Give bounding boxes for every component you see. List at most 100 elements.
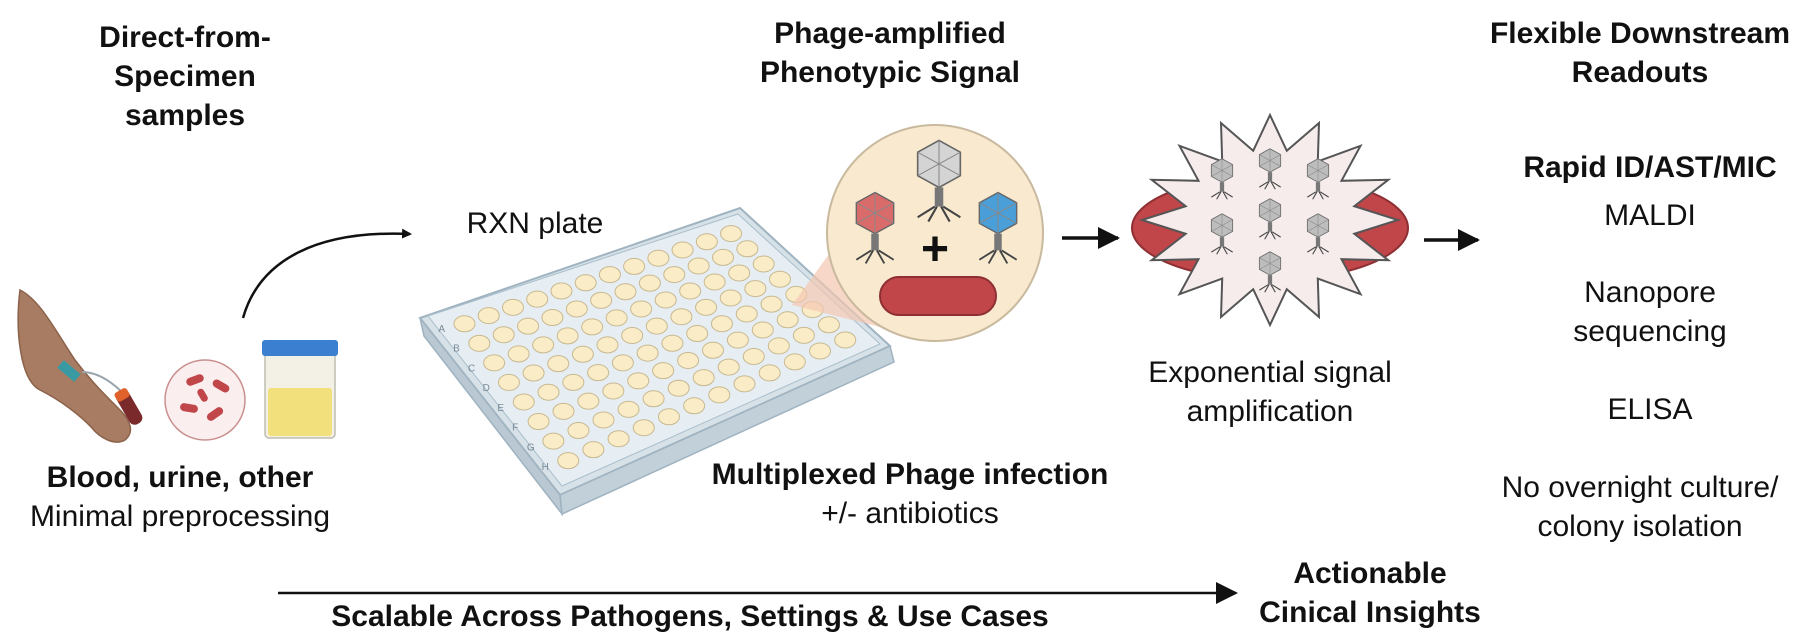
readout-elisa: ELISA bbox=[1607, 393, 1693, 426]
plate-well bbox=[590, 291, 613, 309]
plate-well bbox=[453, 315, 476, 333]
plate-row-letter: H bbox=[542, 462, 549, 473]
plate-well bbox=[695, 298, 718, 316]
plate-well bbox=[596, 336, 619, 354]
plate-wells bbox=[453, 225, 857, 470]
plate-well bbox=[642, 390, 665, 408]
plate-well bbox=[527, 413, 550, 431]
readout-no-overnight: No overnight culture/ colony isolation bbox=[1501, 471, 1779, 543]
readouts-title: Flexible Downstream Readouts bbox=[1489, 17, 1791, 89]
bacteria-magnifier bbox=[164, 359, 246, 441]
plus-sign: + bbox=[921, 223, 949, 276]
plate-well bbox=[783, 353, 806, 371]
plate-well bbox=[512, 393, 535, 411]
plate-row-letter: D bbox=[483, 383, 490, 394]
plate-well bbox=[577, 392, 600, 410]
amplification-label: Exponential signal amplification bbox=[1148, 356, 1392, 428]
plate-well bbox=[492, 326, 515, 344]
plate-well bbox=[708, 386, 731, 404]
plate-well bbox=[621, 327, 644, 345]
multiplexed-infection-label: Multiplexed Phage infection +/- antibiot… bbox=[711, 458, 1109, 530]
urine-cup bbox=[262, 340, 338, 439]
plate-well bbox=[717, 358, 740, 376]
plate-row-letter: E bbox=[497, 403, 504, 414]
plate-well bbox=[767, 337, 790, 355]
plate-well bbox=[728, 264, 751, 282]
plate-well bbox=[679, 282, 702, 300]
plate-well bbox=[497, 373, 520, 391]
plate-well bbox=[751, 321, 774, 339]
plate-well bbox=[501, 298, 524, 316]
arm-illustration bbox=[17, 288, 143, 443]
plate-well bbox=[768, 270, 791, 288]
plate-well bbox=[562, 373, 585, 391]
plate-well bbox=[557, 452, 580, 470]
plate-well bbox=[692, 369, 715, 387]
plate-row-letter: C bbox=[468, 363, 475, 374]
plate-well bbox=[550, 282, 573, 300]
plate-well bbox=[468, 334, 491, 352]
actionable-insights-label: Actionable Cinical Insights bbox=[1259, 557, 1481, 629]
plate-well bbox=[645, 317, 668, 335]
plate-well bbox=[552, 402, 575, 420]
plate-row-letter: A bbox=[438, 324, 445, 335]
plate-well bbox=[614, 283, 637, 301]
plate-well bbox=[667, 379, 690, 397]
plate-well bbox=[657, 408, 680, 426]
plate-well bbox=[654, 291, 677, 309]
plate-well bbox=[532, 336, 555, 354]
bacterium-cell bbox=[879, 276, 997, 316]
plate-well bbox=[744, 280, 767, 298]
plate-well bbox=[703, 273, 726, 291]
plate-well bbox=[565, 300, 588, 318]
plate-well bbox=[677, 351, 700, 369]
plate-well bbox=[733, 375, 756, 393]
plate-well bbox=[792, 326, 815, 344]
plate-well bbox=[647, 249, 670, 267]
plate-well bbox=[611, 354, 634, 372]
plate-well bbox=[726, 331, 749, 349]
plate-well bbox=[605, 309, 628, 327]
phage-magnifier: + bbox=[826, 124, 1044, 342]
readout-nanopore: Nanopore sequencing bbox=[1573, 276, 1727, 348]
plate-well bbox=[710, 315, 733, 333]
plate-well bbox=[671, 241, 694, 259]
plate-well bbox=[683, 397, 706, 415]
plate-well bbox=[623, 257, 646, 275]
plate-well bbox=[507, 345, 530, 363]
readout-maldi: MALDI bbox=[1604, 199, 1696, 232]
plate-well bbox=[687, 257, 710, 275]
plate-well bbox=[592, 411, 615, 429]
plate-well bbox=[571, 345, 594, 363]
plate-well bbox=[598, 266, 621, 284]
direct-from-specimen-title: Direct-from- Specimen samples bbox=[99, 21, 271, 132]
plate-well bbox=[587, 364, 610, 382]
specimen-to-plate-arrow bbox=[241, 228, 412, 319]
plate-well bbox=[581, 318, 604, 336]
plate-well bbox=[582, 441, 605, 459]
plate-well bbox=[602, 382, 625, 400]
plate-well bbox=[719, 289, 742, 307]
plate-well bbox=[834, 331, 857, 349]
plate-well bbox=[701, 341, 724, 359]
plate-well bbox=[517, 317, 540, 335]
plate-well bbox=[652, 362, 675, 380]
plate-well bbox=[477, 307, 500, 325]
plate-well bbox=[526, 290, 549, 308]
plate-well bbox=[736, 240, 759, 258]
specimen-label: Blood, urine, other Minimal preprocessin… bbox=[29, 461, 331, 533]
plate-well bbox=[809, 342, 832, 360]
plate-well bbox=[817, 316, 840, 334]
plate-well bbox=[760, 295, 783, 313]
plate-well bbox=[695, 233, 718, 251]
plate-well bbox=[735, 305, 758, 323]
plate-well bbox=[617, 400, 640, 418]
phage-amplified-title: Phage-amplified Phenotypic Signal bbox=[759, 17, 1021, 89]
scalable-label: Scalable Across Pathogens, Settings & Us… bbox=[331, 600, 1049, 633]
plate-well bbox=[542, 432, 565, 450]
plate-well bbox=[541, 309, 564, 327]
plate-well bbox=[636, 344, 659, 362]
